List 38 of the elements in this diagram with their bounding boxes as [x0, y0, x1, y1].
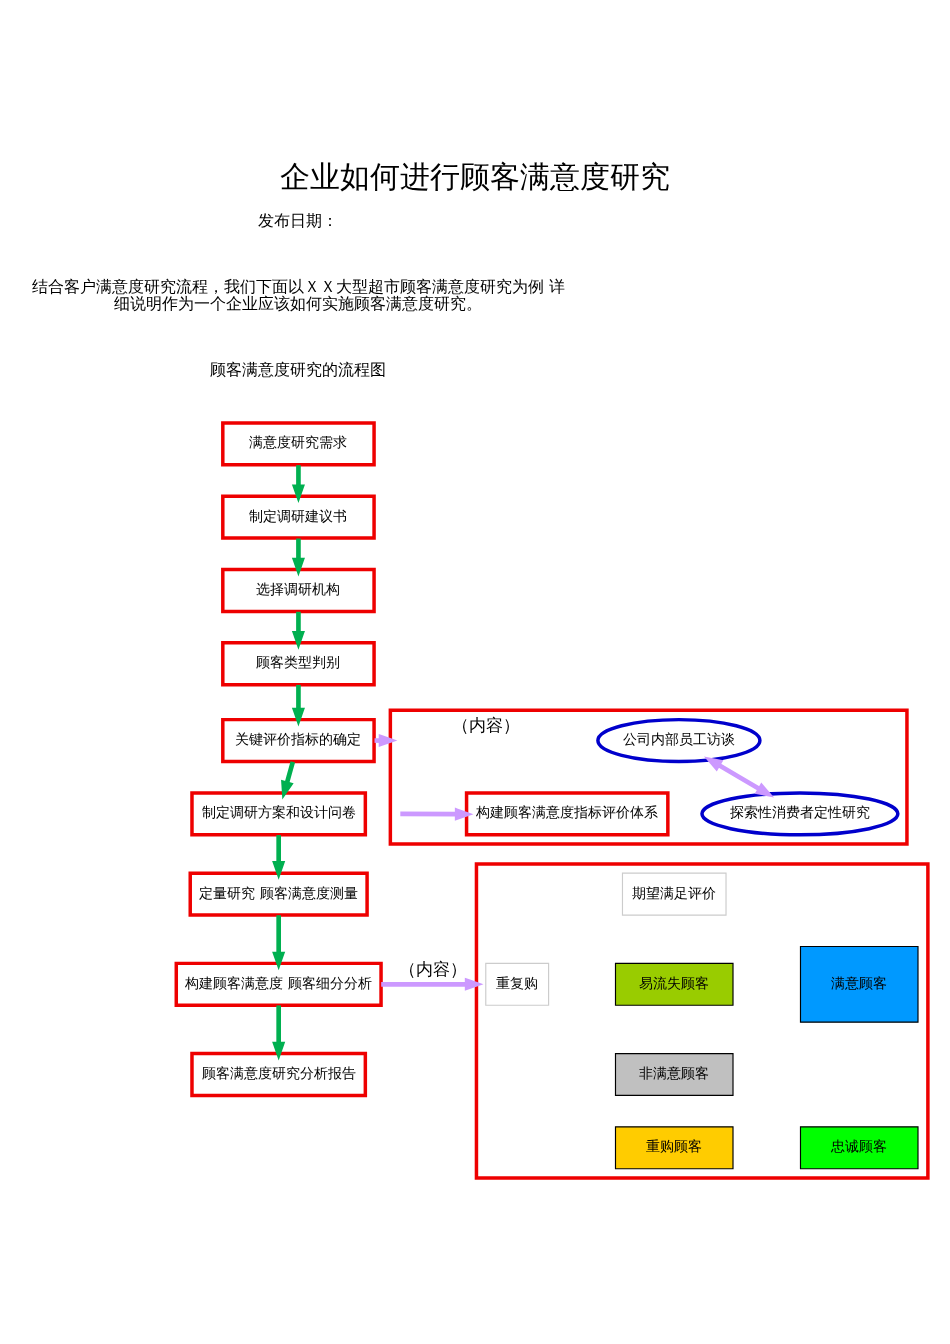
node-box: 易流失顾客 [614, 962, 734, 1006]
node-box: 定量研究 顾客满意度测量 [188, 870, 369, 917]
node-box: 满意顾客 [799, 945, 919, 1023]
arrow [291, 538, 305, 576]
node-box: 满意度研究需求 [221, 420, 376, 467]
node-box: 顾客满意度研究分析报告 [190, 1051, 368, 1097]
node-ellipse: 公司内部员工访谈 [596, 717, 762, 763]
edge-label: （内容） [399, 958, 468, 979]
node-box: 重复购 [485, 962, 550, 1006]
arrow [272, 834, 286, 880]
node-box: 非满意顾客 [614, 1052, 734, 1096]
arrow [281, 760, 296, 800]
label: 发布日期： [258, 210, 339, 230]
arrow [381, 977, 484, 991]
node-box: 重购顾客 [614, 1125, 734, 1169]
arrow [272, 1004, 286, 1060]
node-ellipse: 探索性消费者定性研究 [700, 790, 900, 837]
node-box: 关键评价指标的确定 [221, 717, 376, 763]
node-box: 构建顾客满意度 顾客细分分析 [174, 961, 383, 1007]
diagram-title: 企业如何进行顾客满意度研究 [280, 158, 670, 194]
label: 结合客户满意度研究流程，我们下面以ＸＸ大型超市顾客满意度研究为例 详细说明作为一个企业应该如何实施顾客满意度研究。 [31, 276, 566, 313]
node-box: 制定调研方案和设计问卷 [190, 790, 368, 837]
node-box: 忠诚顾客 [799, 1125, 919, 1169]
cluster [388, 708, 909, 846]
edge-label: （内容） [452, 714, 521, 735]
arrow [291, 464, 305, 503]
caption: 顾客满意度研究的流程图 [210, 359, 387, 379]
node-box: 期望满足评价 [621, 872, 727, 916]
node-box: 顾客类型判别 [221, 640, 376, 686]
node-box: 制定调研建议书 [221, 494, 376, 540]
node-box: 构建顾客满意度指标评价体系 [464, 790, 670, 837]
arrow [291, 684, 305, 726]
arrow [704, 755, 775, 798]
cluster [474, 861, 930, 1180]
node-box: 选择调研机构 [221, 567, 376, 613]
arrow [291, 611, 305, 650]
arrow [272, 914, 286, 970]
arrow [400, 807, 474, 821]
